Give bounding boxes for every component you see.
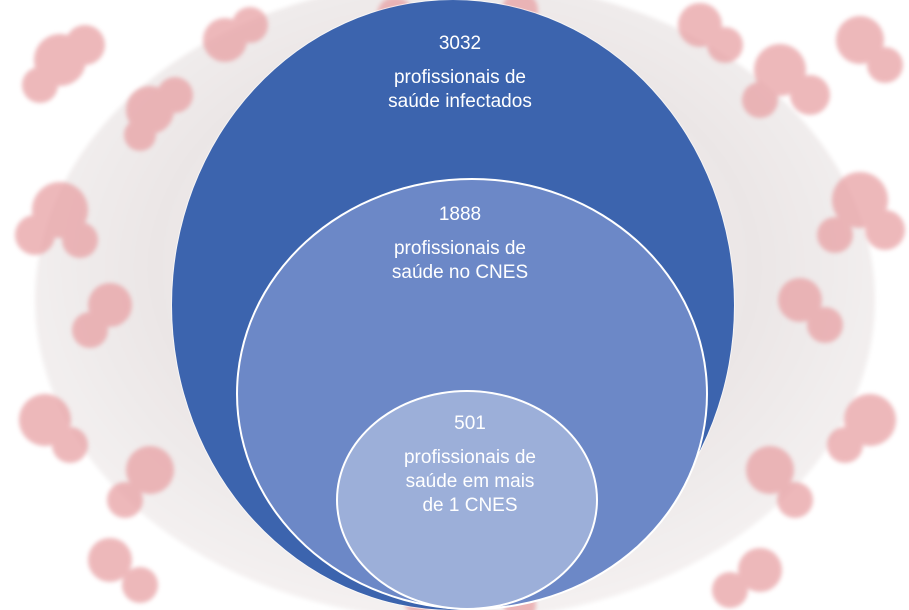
outer-circle-value: 3032	[438, 33, 482, 54]
inner-circle-label: 501 profissionais de saúde em mais de 1 …	[395, 412, 545, 518]
middle-circle-text: profissionais de saúde no CNES	[391, 238, 529, 283]
inner-circle	[336, 390, 598, 610]
inner-circle-text: profissionais de saúde em mais de 1 CNES	[403, 447, 537, 516]
middle-circle-value: 1888	[438, 204, 482, 225]
outer-circle-label: 3032 profissionais de saúde infectados	[375, 32, 545, 114]
inner-circle-value: 501	[454, 413, 486, 434]
outer-circle-text: profissionais de saúde infectados	[388, 67, 532, 112]
middle-circle-label: 1888 profissionais de saúde no CNES	[375, 203, 545, 285]
